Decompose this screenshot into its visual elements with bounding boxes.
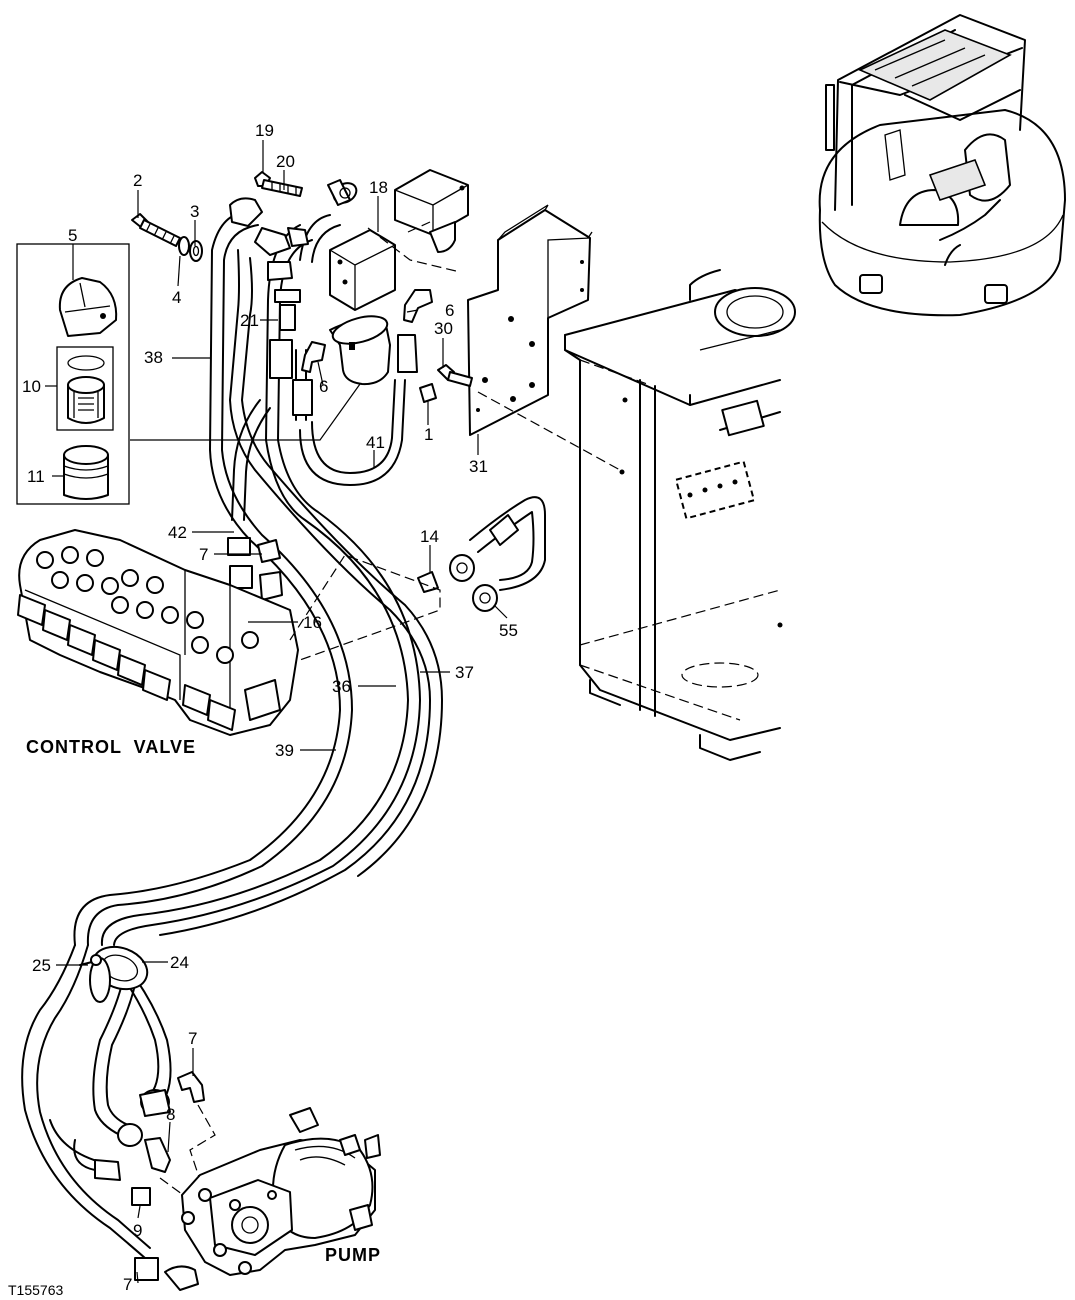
hose-clamp: [79, 945, 149, 1003]
callout-7-upper: 7: [199, 545, 208, 564]
callout-8: 8: [166, 1105, 175, 1124]
machine-overview-inset: [818, 14, 1066, 317]
callout-7-lower: 7: [123, 1275, 132, 1294]
callout-25: 25: [32, 956, 51, 975]
callout-42: 42: [168, 523, 187, 542]
callout-55: 55: [499, 621, 518, 640]
callout-4: 4: [172, 288, 181, 307]
callout-9: 9: [133, 1221, 142, 1240]
pump-caption: PUMP: [325, 1245, 381, 1265]
callout-31: 31: [469, 457, 488, 476]
control-valve-caption: CONTROL VALVE: [26, 737, 196, 757]
callout-37: 37: [455, 663, 474, 682]
callout-18: 18: [369, 178, 388, 197]
callout-1: 1: [424, 425, 433, 444]
control-valve: [17, 529, 441, 736]
figure-id: T155763: [8, 1282, 63, 1298]
filter-housing: [16, 243, 391, 505]
callout-14: 14: [420, 527, 439, 546]
hydraulic-pump: [181, 1107, 381, 1276]
callout-labels: 19 20 2 3 18 5 4 6 21 30 38 6 10 1 41 11…: [22, 121, 518, 1294]
callout-6-upper: 6: [445, 301, 454, 320]
control-valve-spools: [17, 546, 281, 731]
callout-24: 24: [170, 953, 189, 972]
mounting-bracket: [467, 204, 621, 471]
callout-11: 11: [27, 467, 45, 486]
callout-7-middle: 7: [188, 1029, 197, 1048]
callout-36: 36: [332, 677, 351, 696]
callout-30: 30: [434, 319, 453, 338]
leader-lines: [45, 140, 508, 1284]
callout-6-lower: 6: [319, 377, 328, 396]
callout-2: 2: [133, 171, 142, 190]
callout-20: 20: [276, 152, 295, 171]
callout-16: 16: [303, 613, 322, 632]
solenoid-valve-block: [327, 169, 469, 311]
callout-41: 41: [366, 433, 385, 452]
callout-5: 5: [68, 226, 77, 245]
callout-38: 38: [144, 348, 163, 367]
callout-21: 21: [240, 311, 259, 330]
callout-10: 10: [22, 377, 41, 396]
hydraulic-tank: [564, 269, 796, 761]
callout-39: 39: [275, 741, 294, 760]
callout-3: 3: [190, 202, 199, 221]
callout-19: 19: [255, 121, 274, 140]
